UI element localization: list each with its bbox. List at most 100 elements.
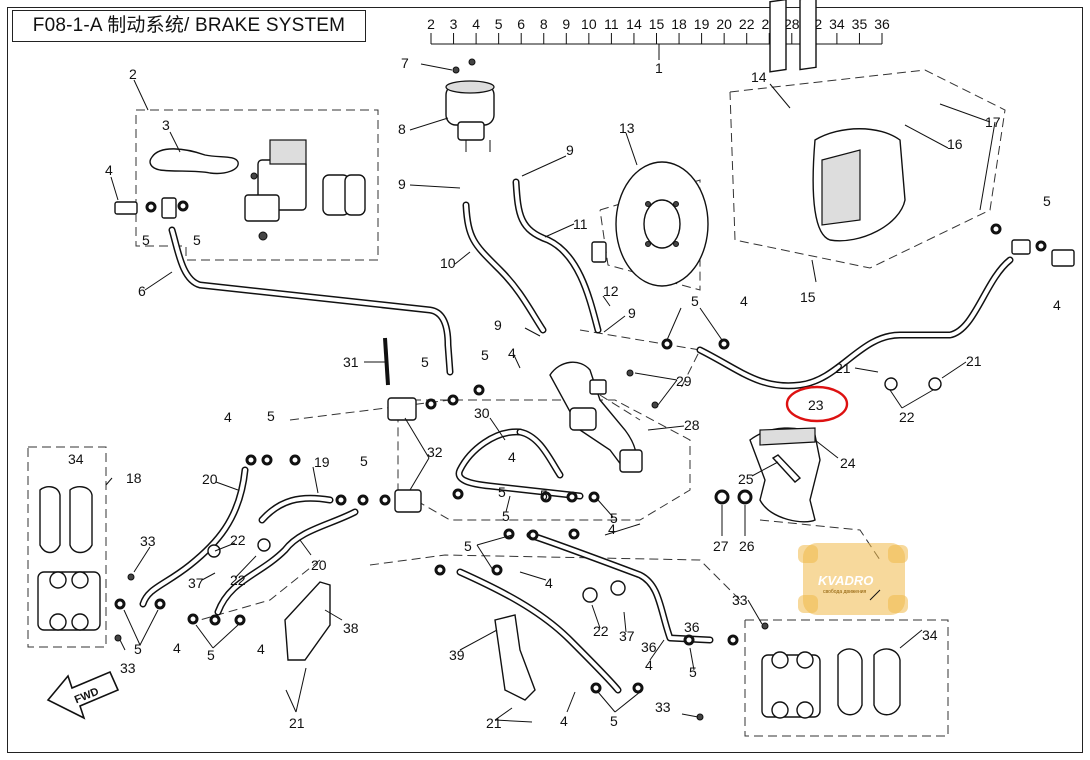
callout-5: 5 — [481, 347, 489, 363]
rear-left-caliper — [37, 486, 135, 642]
assembly-number: 28 — [784, 16, 800, 32]
assembly-number: 3 — [450, 16, 458, 32]
reservoir — [445, 58, 495, 152]
callout-4: 4 — [257, 641, 265, 657]
callout-4: 4 — [224, 409, 232, 425]
callout-20: 20 — [202, 471, 218, 487]
master-cylinder-assembly — [114, 139, 366, 241]
callout-4: 4 — [560, 713, 568, 729]
callout-32: 32 — [427, 444, 443, 460]
callout-4: 4 — [105, 162, 113, 178]
callout-22: 22 — [230, 572, 246, 588]
callout-4: 4 — [645, 657, 653, 673]
assembly-number: 2 — [427, 16, 435, 32]
watermark-text: KVADRO — [818, 573, 873, 588]
assembly-number: 36 — [874, 16, 890, 32]
callout-33: 33 — [120, 660, 136, 676]
callout-4: 4 — [740, 293, 748, 309]
callout-13: 13 — [619, 120, 635, 136]
callout-22: 22 — [230, 532, 246, 548]
callout-5: 5 — [464, 538, 472, 554]
callout-20: 20 — [311, 557, 327, 573]
callout-7: 7 — [401, 55, 409, 71]
assembly-number: 11 — [604, 16, 619, 32]
callout-9: 9 — [398, 176, 406, 192]
callout-29: 29 — [676, 373, 692, 389]
callout-31: 31 — [343, 354, 359, 370]
callout-34: 34 — [922, 627, 938, 643]
brake-lines — [139, 178, 1014, 694]
callout-4: 4 — [608, 521, 616, 537]
callout-26: 26 — [739, 538, 755, 554]
callout-4: 4 — [545, 575, 553, 591]
callout-4: 4 — [1053, 297, 1061, 313]
washers — [114, 338, 739, 694]
callout-34: 34 — [68, 451, 84, 467]
assembly-number: 4 — [472, 16, 480, 32]
group-boxes — [27, 69, 1006, 737]
callout-38: 38 — [343, 620, 359, 636]
assembly-number: 10 — [581, 16, 597, 32]
proportioning-valve — [549, 361, 659, 473]
highlight-oval — [785, 385, 849, 423]
junction-blocks — [383, 337, 459, 513]
front-caliper — [769, 0, 1075, 267]
callout-27: 27 — [713, 538, 729, 554]
callout-2: 2 — [129, 66, 137, 82]
assembly-number: 15 — [649, 16, 665, 32]
callout-36: 36 — [641, 639, 657, 655]
callout-10: 10 — [440, 255, 456, 271]
callout-21: 21 — [289, 715, 305, 731]
callout-33: 33 — [732, 592, 748, 608]
brake-disc — [591, 161, 709, 287]
brackets — [284, 581, 536, 701]
assembly-number: 6 — [517, 16, 525, 32]
fwd-arrow: FWD — [46, 670, 120, 720]
callout-4: 4 — [508, 449, 516, 465]
watermark-logo: KVADRO свобода движения — [798, 543, 908, 615]
callout-15: 15 — [800, 289, 816, 305]
callout-28: 28 — [684, 417, 700, 433]
assembly-number: 18 — [671, 16, 687, 32]
callout-24: 24 — [840, 455, 856, 471]
callout-3: 3 — [162, 117, 170, 133]
callout-5: 5 — [689, 664, 697, 680]
callout-21: 21 — [966, 353, 982, 369]
callout-36: 36 — [684, 619, 700, 635]
assembly-number-row: 23456891011141518192022232832343536 1 — [427, 16, 890, 76]
assembly-number: 14 — [626, 16, 642, 32]
assembly-number: 19 — [694, 16, 710, 32]
assembly-label: 1 — [655, 60, 663, 76]
callout-21: 21 — [486, 715, 502, 731]
callout-5: 5 — [502, 508, 510, 524]
callout-5: 5 — [498, 484, 506, 500]
callout-5: 5 — [610, 510, 618, 526]
assembly-number: 20 — [716, 16, 732, 32]
watermark-subtext: свобода движения — [823, 589, 867, 595]
page-title: F08-1-A 制动系统/ BRAKE SYSTEM — [12, 10, 366, 42]
callout-4: 4 — [508, 345, 516, 361]
callout-23: 23 — [808, 397, 824, 413]
callout-5: 5 — [360, 453, 368, 469]
callout-5: 5 — [193, 232, 201, 248]
callout-22: 22 — [899, 409, 915, 425]
callout-33: 33 — [140, 533, 156, 549]
leader-lines — [105, 63, 996, 723]
assembly-number: 8 — [540, 16, 548, 32]
callout-5: 5 — [134, 641, 142, 657]
callout-6: 6 — [138, 283, 146, 299]
callout-9: 9 — [566, 142, 574, 158]
clamps — [207, 377, 942, 603]
callout-8: 8 — [398, 121, 406, 137]
callout-37: 37 — [188, 575, 204, 591]
callout-16: 16 — [947, 136, 963, 152]
callout-11: 11 — [573, 216, 588, 232]
callout-17: 17 — [985, 114, 1001, 130]
brake-pedal — [714, 427, 821, 523]
callout-19: 19 — [314, 454, 330, 470]
callout-4: 4 — [173, 640, 181, 656]
assembly-number: 34 — [829, 16, 845, 32]
callout-25: 25 — [738, 471, 754, 487]
diagram-frame — [7, 7, 1083, 753]
